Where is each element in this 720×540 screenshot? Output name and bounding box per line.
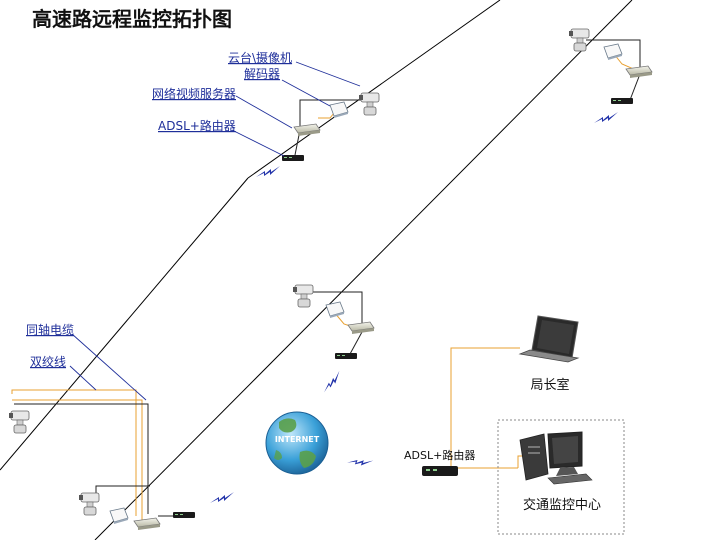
router-icon: [173, 512, 195, 518]
ptz-camera-icon: [78, 492, 100, 516]
desktop-computer-icon: [519, 431, 593, 485]
ptz-camera-icon: [358, 92, 380, 116]
wireless-link-icon: [594, 112, 618, 123]
director-office-label: 局长室: [530, 377, 569, 393]
wireless-link-icon: [210, 492, 234, 503]
highway-edge-line: [0, 177, 249, 471]
internet-globe-icon: [265, 411, 329, 475]
router-icon: [282, 155, 304, 161]
callout-arrows: [231, 61, 361, 157]
video-server-icon: [347, 321, 375, 335]
router-icon: [335, 353, 357, 359]
callout-adsl-router: ADSL+路由器: [158, 118, 236, 133]
callout-decoder: 解码器: [244, 67, 280, 81]
wireless-link-icon: [256, 166, 280, 177]
wireless-link-icon: [347, 452, 374, 471]
highway-edge-line: [94, 0, 633, 540]
traffic-center-label: 交通监控中心: [523, 497, 601, 513]
callout-ptz-camera: 云台\摄像机: [228, 50, 292, 65]
video-server-icon: [293, 123, 321, 137]
callout-arrows: [69, 333, 147, 401]
decoder-icon: [603, 43, 623, 61]
center-router-icon: [422, 466, 458, 476]
callout-video-server: 网络视频服务器: [152, 86, 236, 101]
callout-twisted-pair: 双绞线: [30, 354, 66, 369]
router-icon: [611, 98, 633, 104]
laptop-icon: [518, 315, 580, 363]
video-server-icon: [133, 517, 161, 531]
decoder-icon: [325, 301, 345, 319]
ptz-camera-icon: [292, 284, 314, 308]
wireless-link-icon: [318, 370, 345, 393]
highway-edge-line: [247, 0, 501, 179]
ptz-camera-icon: [8, 410, 30, 434]
center-router-label: ADSL+路由器: [404, 448, 475, 462]
decoder-icon: [329, 101, 349, 119]
diagram-title: 高速路远程监控拓扑图: [32, 7, 232, 31]
callout-coax-cable: 同轴电缆: [26, 322, 74, 337]
internet-label: INTERNET: [275, 435, 320, 444]
